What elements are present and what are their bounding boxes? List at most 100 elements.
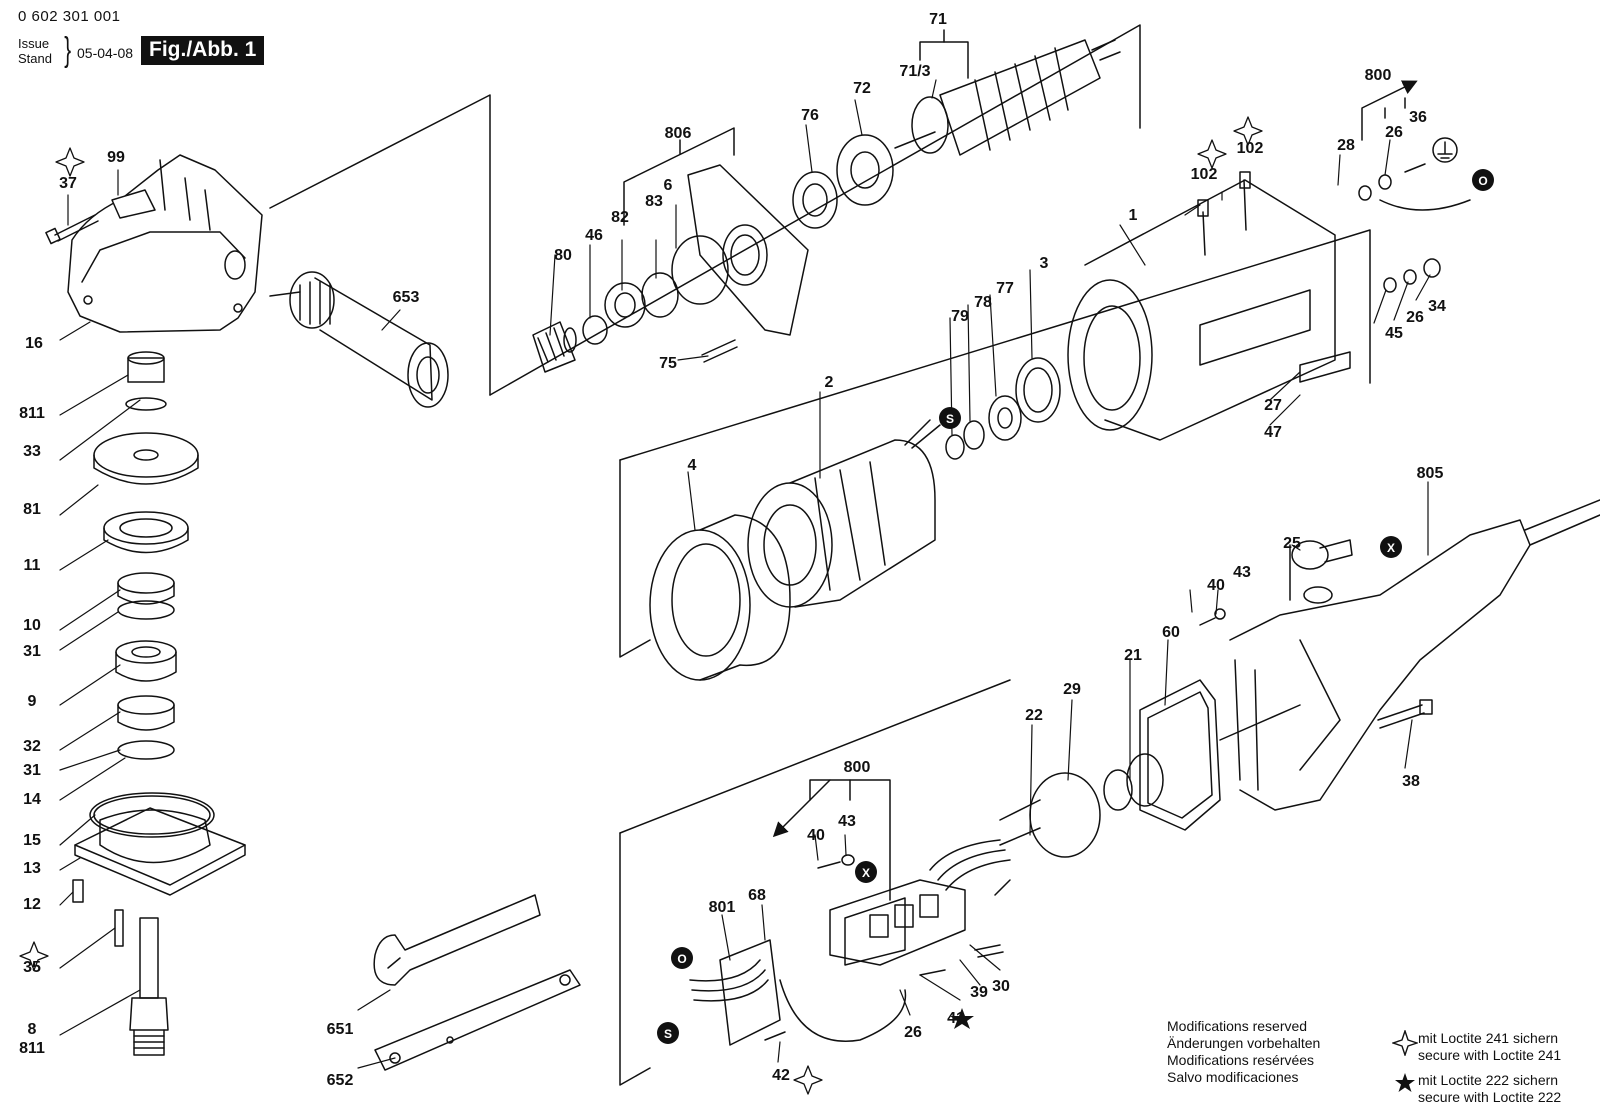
brush-parts-26-34-45 <box>1299 137 1471 383</box>
callout-83: 83 <box>645 193 663 210</box>
callout-38: 38 <box>1402 773 1420 790</box>
callout-29: 29 <box>1063 681 1081 698</box>
callout-22: 22 <box>1025 707 1043 724</box>
callout-68: 68 <box>748 887 766 904</box>
wires-and-screws <box>764 608 1226 1041</box>
callout-805: 805 <box>1417 465 1444 482</box>
callout-labels: 7171/37276806682834680759937166538113381… <box>19 11 1446 1089</box>
callout-42: 42 <box>772 1067 790 1084</box>
legend-loctite222: mit Loctite 222 sichern secure with Loct… <box>1418 1072 1561 1106</box>
callout-26: 26 <box>1385 124 1403 141</box>
callout-26: 26 <box>904 1024 922 1041</box>
callout-99: 99 <box>107 149 125 166</box>
svg-text:O: O <box>677 952 686 966</box>
callout-4: 4 <box>688 457 697 474</box>
brace-glyph: } <box>64 31 72 69</box>
callout-102: 102 <box>1191 166 1218 183</box>
callout-34: 34 <box>1428 298 1446 315</box>
ring-4 <box>649 514 791 681</box>
side-handle-653 <box>269 271 449 408</box>
bearing-76 <box>792 171 838 229</box>
legend-loctite222-de: mit Loctite 222 sichern <box>1418 1072 1559 1088</box>
leader-lines <box>59 79 1431 1069</box>
issue-label-en: Issue <box>18 36 50 51</box>
callout-47: 47 <box>1264 424 1282 441</box>
callout-39: 39 <box>970 984 988 1001</box>
callout-25: 25 <box>1283 535 1301 552</box>
callout-801: 801 <box>709 899 736 916</box>
callout-653: 653 <box>393 289 420 306</box>
svg-text:S: S <box>946 412 954 426</box>
callout-78: 78 <box>974 294 992 311</box>
loctite-star-markers <box>19 116 1263 1095</box>
callout-35: 35 <box>23 959 41 976</box>
modifications-de: Änderungen vorbehalten <box>1167 1035 1321 1051</box>
screw-37 <box>45 214 99 245</box>
callout-76: 76 <box>801 107 819 124</box>
bracket-800-bottom <box>772 779 891 901</box>
four-point-star-icon <box>1392 1030 1418 1056</box>
callout-36: 36 <box>1409 109 1427 126</box>
callout-43: 43 <box>1233 564 1251 581</box>
callout-72: 72 <box>853 80 871 97</box>
callout-12: 12 <box>23 896 41 913</box>
callout-1: 1 <box>1129 207 1138 224</box>
svg-text:X: X <box>862 866 870 880</box>
switch-knob-25 <box>1291 539 1353 604</box>
callout-651: 651 <box>327 1021 354 1038</box>
handle-housing-805 <box>1229 499 1600 811</box>
gear-head-housing <box>67 154 263 333</box>
wrench-652 <box>374 969 581 1071</box>
shaft-21-22-29 <box>999 704 1301 858</box>
callout-27: 27 <box>1264 397 1282 414</box>
callout-79: 79 <box>951 308 969 325</box>
bracket-800-top <box>1361 80 1418 141</box>
modifications-es: Salvo modificaciones <box>1167 1069 1299 1085</box>
issue-label: Issue Stand <box>18 36 52 66</box>
callout-28: 28 <box>1337 137 1355 154</box>
callout-31: 31 <box>23 762 41 779</box>
callout-71-3: 71/3 <box>899 63 930 80</box>
callout-811: 811 <box>19 1040 45 1057</box>
callout-21: 21 <box>1124 647 1142 664</box>
bearing-ring-3 <box>1015 357 1061 423</box>
flange-806 <box>582 164 809 363</box>
part-number: 0 602 301 001 <box>18 8 121 25</box>
motor-housing-1 <box>1067 171 1336 441</box>
callout-40: 40 <box>807 827 825 844</box>
callout-80: 80 <box>554 247 572 264</box>
callout-60: 60 <box>1162 624 1180 641</box>
legend-loctite241-de: mit Loctite 241 sichern <box>1418 1030 1559 1046</box>
callout-6: 6 <box>664 177 673 194</box>
callout-71: 71 <box>929 11 947 28</box>
callout-652: 652 <box>327 1072 354 1089</box>
callout-46: 46 <box>585 227 603 244</box>
loctite222-star-marker <box>950 1008 974 1029</box>
callout-40: 40 <box>1207 577 1225 594</box>
gasket-60 <box>1139 679 1221 831</box>
callout-75: 75 <box>659 355 677 372</box>
callout-32: 32 <box>23 738 41 755</box>
issue-date: 05-04-08 <box>77 45 134 61</box>
screw-38 <box>1377 699 1433 729</box>
callout-41: 41 <box>947 1010 965 1027</box>
callout-81: 81 <box>23 501 41 518</box>
modifications-fr: Modifications resérvées <box>1167 1052 1315 1068</box>
callout-37: 37 <box>59 175 77 192</box>
callout-31: 31 <box>23 643 41 660</box>
bracket-71 <box>919 29 969 79</box>
modifications-en: Modifications reserved <box>1167 1018 1308 1034</box>
callout-26: 26 <box>1406 309 1424 326</box>
spindle-stack <box>72 351 246 1056</box>
callout-102: 102 <box>1237 140 1264 157</box>
wrench-651 <box>373 894 541 986</box>
callout-811: 811 <box>19 405 45 422</box>
svg-text:X: X <box>1387 541 1395 555</box>
callout-16: 16 <box>25 335 43 352</box>
legend-loctite222-en: secure with Loctite 222 <box>1418 1089 1562 1105</box>
callout-33: 33 <box>23 443 41 460</box>
svg-text:S: S <box>664 1027 672 1041</box>
callout-82: 82 <box>611 209 629 226</box>
callout-11: 11 <box>24 557 41 574</box>
